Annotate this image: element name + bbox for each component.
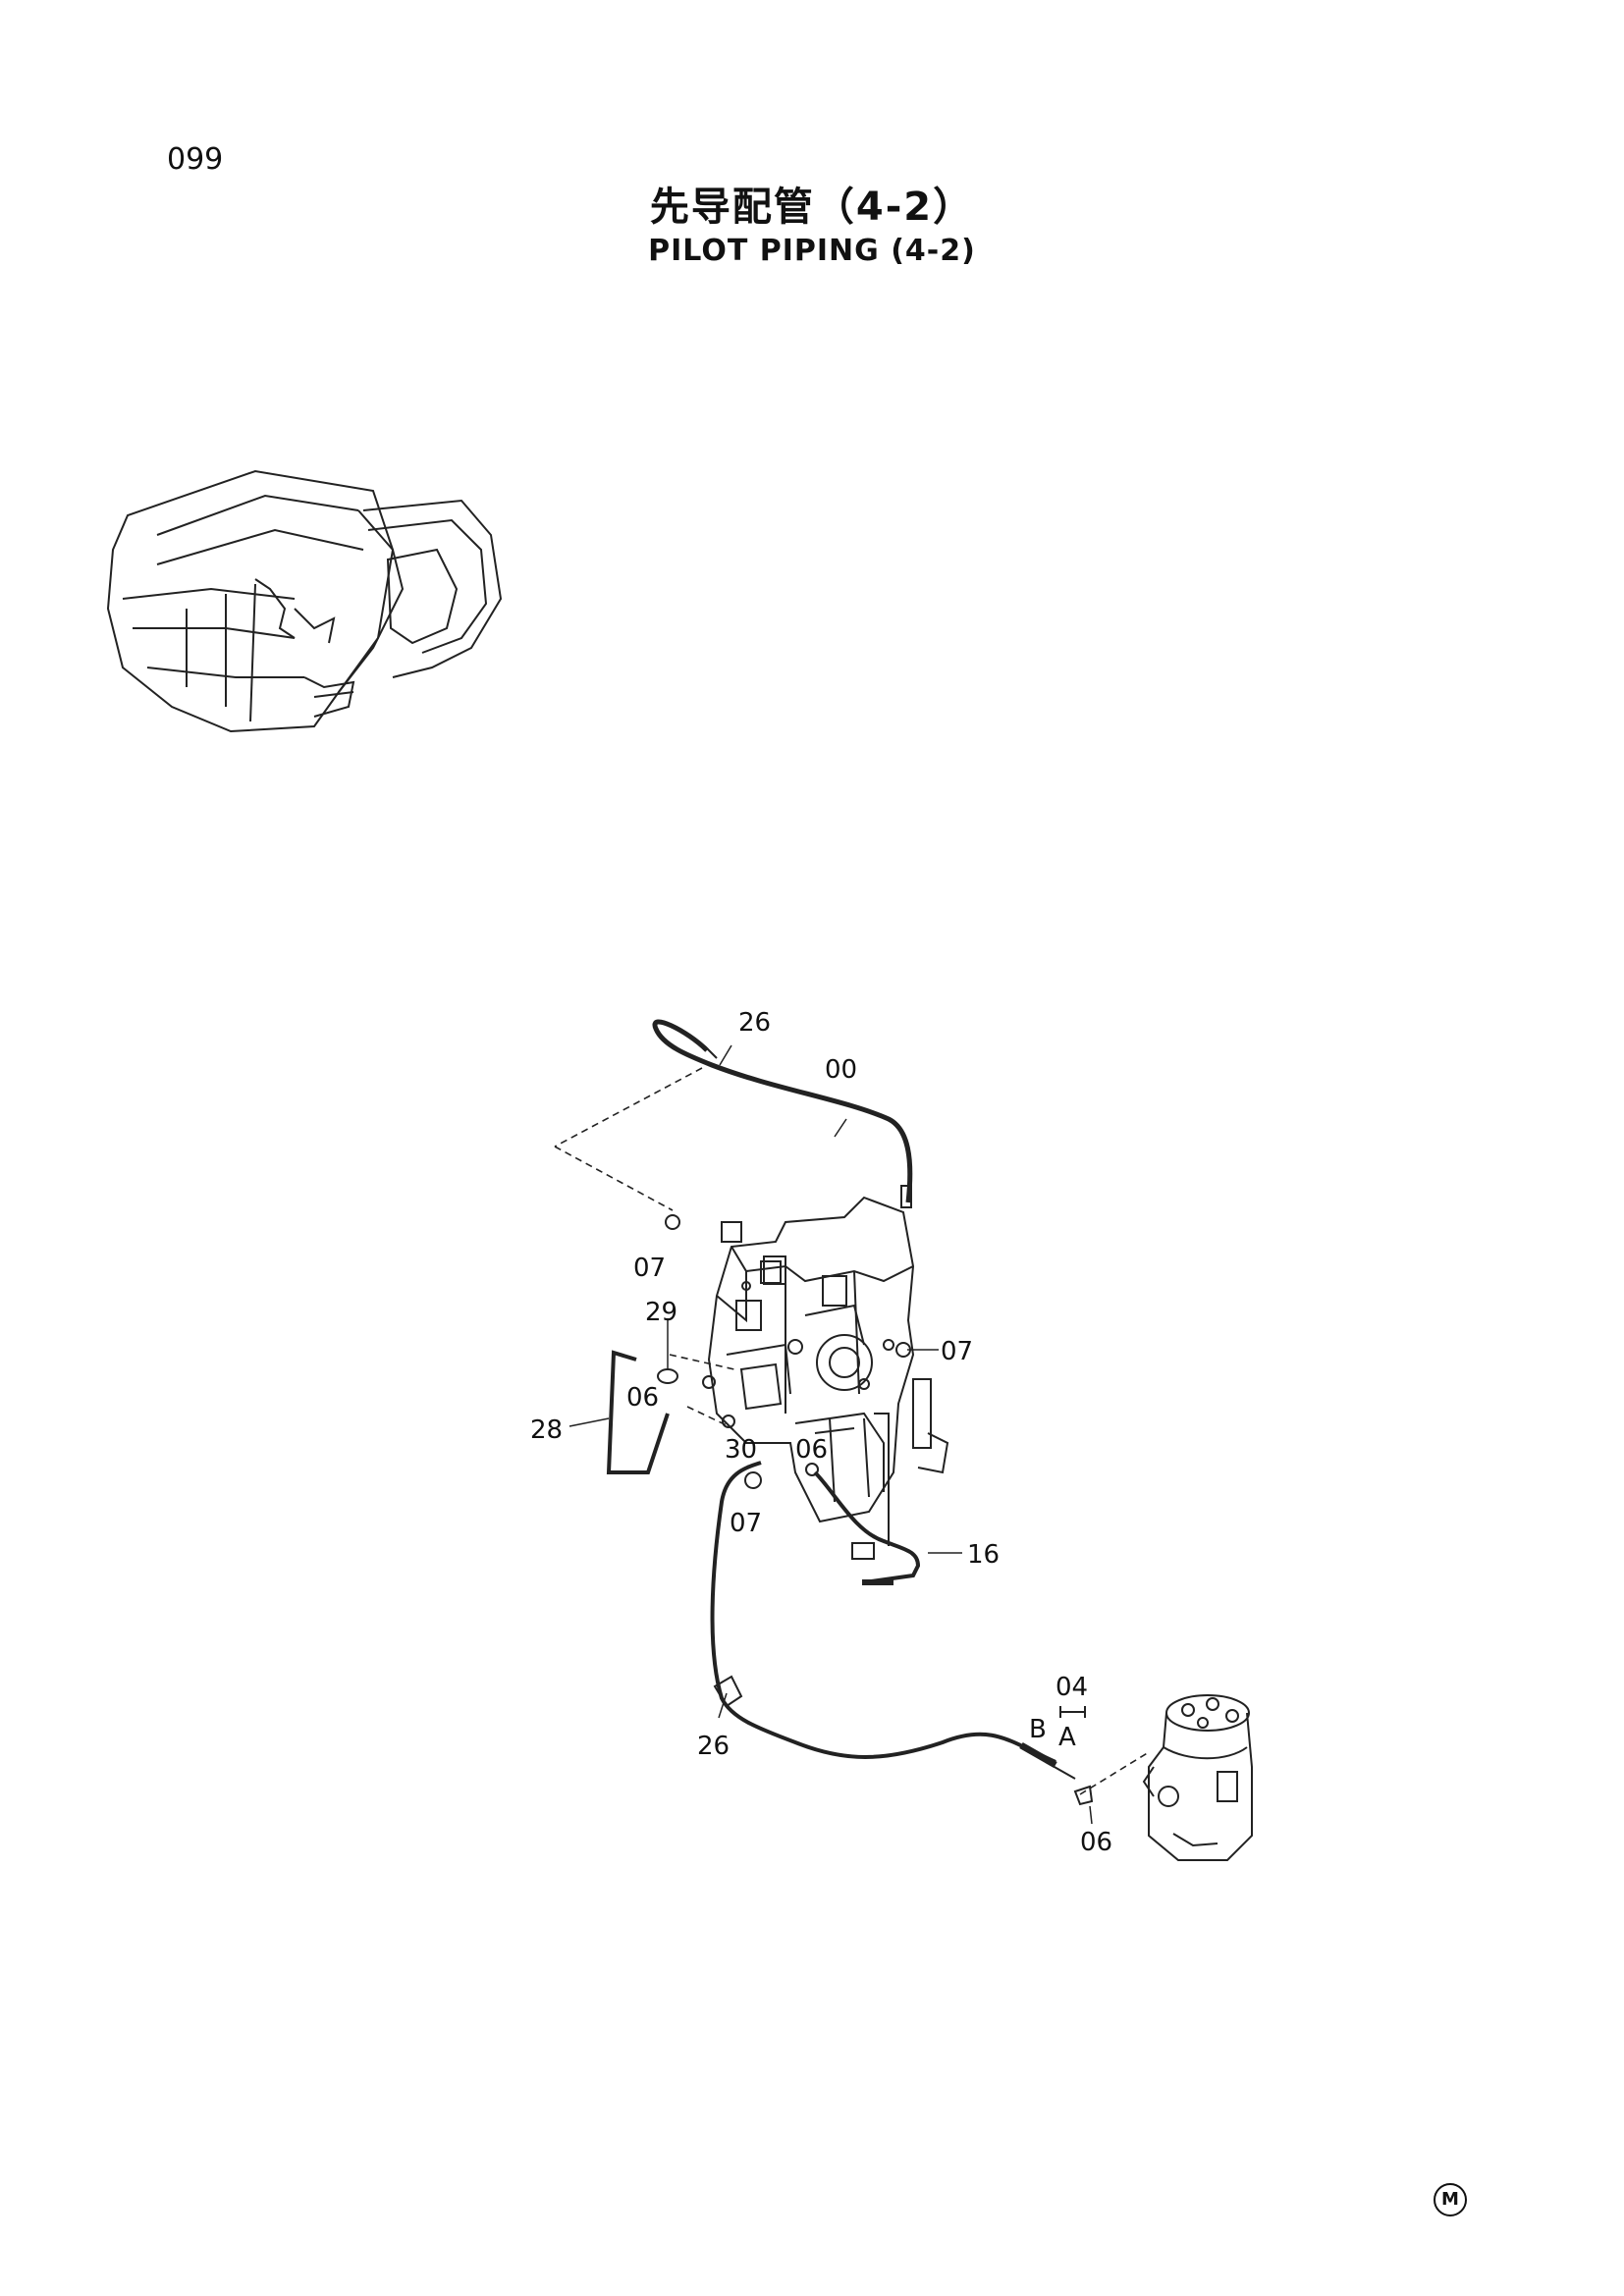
callout-00: 00 (825, 1055, 857, 1085)
control-valve-assembly (707, 1196, 949, 1523)
callout-16: 16 (967, 1540, 1000, 1570)
projection-lines (554, 1067, 1150, 1795)
page-title-english: PILOT PIPING (4-2) (648, 234, 976, 268)
callout-26-bottom: 26 (697, 1732, 730, 1761)
callout-26-top: 26 (738, 1008, 771, 1038)
callout-06-middle: 06 (795, 1435, 828, 1465)
callout-07-lower: 07 (730, 1509, 762, 1538)
callout-29: 29 (645, 1298, 677, 1327)
corner-circle-mark: M (1434, 2183, 1467, 2216)
page-title-chinese: 先导配管（4-2） (649, 185, 975, 230)
pilot-valve-component (1142, 1694, 1253, 1861)
callout-06-bottom: 06 (1080, 1828, 1112, 1857)
hose-28 (606, 1350, 670, 1474)
callout-07-right: 07 (941, 1337, 973, 1366)
hose-30 (710, 1461, 1056, 1764)
hose-16 (813, 1470, 921, 1584)
machine-locator-illustration (106, 469, 503, 733)
callout-04: 04 (1056, 1673, 1088, 1702)
callout-port-a: A (1058, 1723, 1076, 1752)
hose-00 (652, 1019, 913, 1203)
page-number: 099 (167, 142, 224, 177)
callout-06-left: 06 (626, 1383, 659, 1413)
callout-07-upper: 07 (633, 1254, 666, 1283)
callout-port-b: B (1029, 1715, 1047, 1744)
callout-28: 28 (530, 1415, 563, 1445)
callout-30: 30 (725, 1435, 757, 1465)
